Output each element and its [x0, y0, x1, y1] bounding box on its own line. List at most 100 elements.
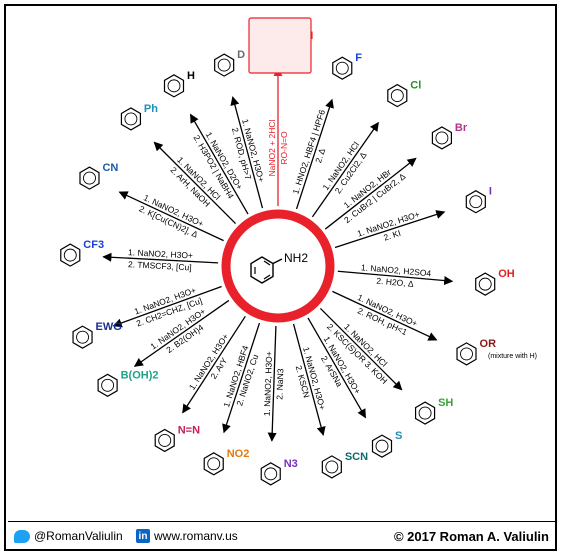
substituent-cn: CN [102, 162, 118, 174]
condition-n3-1: 1. NaNO2, H3O+ [262, 351, 274, 416]
benzene-ring-br [431, 126, 453, 150]
substituent-cf3: CF3 [83, 239, 104, 251]
diazonium-note: (mixture with H) [488, 353, 537, 360]
product-h: H [163, 70, 195, 98]
aromatic-circle-cf3 [63, 248, 77, 262]
aromatic-circle-h [167, 79, 181, 93]
aromatic-circle-cl [390, 89, 404, 103]
product-or: OR [456, 338, 497, 366]
arrow-aryl [153, 141, 237, 225]
benzene-ring-oh [475, 272, 496, 296]
substituent-aryl: Ph [144, 103, 158, 115]
arrow-h [189, 113, 249, 215]
benzene-ring-boron [97, 373, 118, 397]
condition-diazo-1: NaNO2 + 2HCl [267, 119, 277, 176]
substituent-no2: NO2 [227, 448, 250, 460]
product-no2: NO2 [203, 448, 250, 476]
arrow-cf3 [102, 252, 219, 264]
benzene-ring-cn [79, 166, 100, 190]
aromatic-circle-or [460, 347, 473, 361]
product-alkene: EWG [72, 321, 122, 349]
aromatic-circle-d [217, 58, 231, 72]
product-azo: N=N [154, 424, 200, 453]
substituent-f: F [355, 52, 362, 64]
substituent-or: OR [480, 338, 497, 350]
reaction-wheel: 1. NaNO2, H3O+2. ROD, pH>71. NaNO2, D2O+… [60, 17, 537, 486]
substituent-d: D [237, 49, 245, 61]
diazonium-box [248, 17, 312, 74]
arrow-alkene [112, 285, 222, 328]
footer: @RomanValiulin in www.romanv.us © 2017 R… [8, 521, 555, 549]
product-d: D [214, 49, 245, 77]
substituent-cl: Cl [410, 80, 421, 92]
benzene-ring-azo [154, 428, 175, 453]
product-f: F [332, 52, 362, 80]
conditions-cf3: 1. NaNO2, H3O+2. TMSCF3, [Cu] [128, 247, 193, 272]
product-cf3: CF3 [60, 239, 104, 267]
benzene-ring-h [163, 74, 185, 98]
condition-cf3-2: 2. TMSCF3, [Cu] [128, 259, 192, 272]
substituent-sar: S [395, 430, 402, 442]
benzene-ring-d [214, 53, 235, 77]
condition-cf3-1: 1. NaNO2, H3O+ [128, 247, 193, 260]
aromatic-circle-sh [418, 406, 432, 420]
substituent-alkene: EWG [96, 321, 122, 333]
arrow-f [295, 98, 334, 210]
arrow-boron [133, 299, 230, 367]
product-br: Br [431, 122, 468, 150]
aniline-label: NH2 [284, 251, 308, 265]
product-scn: SCN [321, 451, 368, 479]
twitter-icon [14, 529, 30, 543]
aromatic-circle-alkene [76, 330, 89, 344]
substituent-br: Br [455, 122, 468, 134]
aromatic-circle-no2 [207, 457, 221, 471]
center-ring [221, 209, 335, 323]
product-oh: OH [475, 268, 515, 296]
arrow-n3 [267, 325, 277, 442]
arrow-sh [319, 307, 403, 391]
website-link[interactable]: in www.romanv.us [136, 529, 238, 543]
benzene-ring-f [332, 56, 353, 80]
substituent-boron: B(OH)2 [121, 369, 159, 381]
product-sar: S [371, 430, 402, 458]
arrow-no2 [222, 322, 261, 434]
arrow-i [334, 210, 446, 249]
substituent-n3: N3 [284, 458, 298, 470]
arrow-scn [292, 323, 326, 436]
twitter-handle[interactable]: @RomanValiulin [14, 529, 123, 543]
substituent-azo: N=N [178, 424, 200, 436]
substituent-sh: SH [438, 397, 453, 409]
aromatic-circle-boron [101, 378, 115, 392]
benzene-ring-sh [414, 401, 436, 425]
product-i: I [465, 186, 492, 214]
product-aryl: Ph [120, 103, 158, 131]
linkedin-icon: in [136, 529, 150, 543]
condition-oh-2: 2. H2O, Δ [376, 276, 414, 289]
aromatic-circle-f [335, 61, 349, 75]
product-cn: CN [79, 162, 118, 190]
aromatic-circle-i [469, 195, 483, 209]
aromatic-circle-br [435, 131, 449, 145]
benzene-ring-n3 [260, 462, 281, 486]
aromatic-circle-azo [158, 433, 172, 447]
aromatic-circle-cn [83, 171, 96, 185]
benzene-ring-i [465, 190, 486, 214]
arrow-br [324, 157, 417, 230]
product-n3: N3 [260, 458, 298, 486]
aniline-structure [250, 256, 283, 284]
product-boron: B(OH)2 [97, 369, 159, 397]
condition-n3-2: 2. NaN3 [274, 368, 285, 400]
aromatic-circle-scn [325, 460, 339, 474]
arrow-oh [337, 270, 454, 286]
arrow-sar [307, 317, 367, 419]
benzene-ring-sar [371, 434, 393, 458]
aromatic-circle-oh [478, 277, 492, 291]
arrow-d [230, 96, 264, 209]
arrow-cl [311, 121, 379, 218]
arrow-azo [182, 315, 246, 414]
arrow-or [332, 290, 438, 341]
arrow-cn [118, 191, 224, 242]
aromatic-circle-aryl [124, 112, 138, 126]
benzene-ring-aryl [120, 107, 142, 131]
